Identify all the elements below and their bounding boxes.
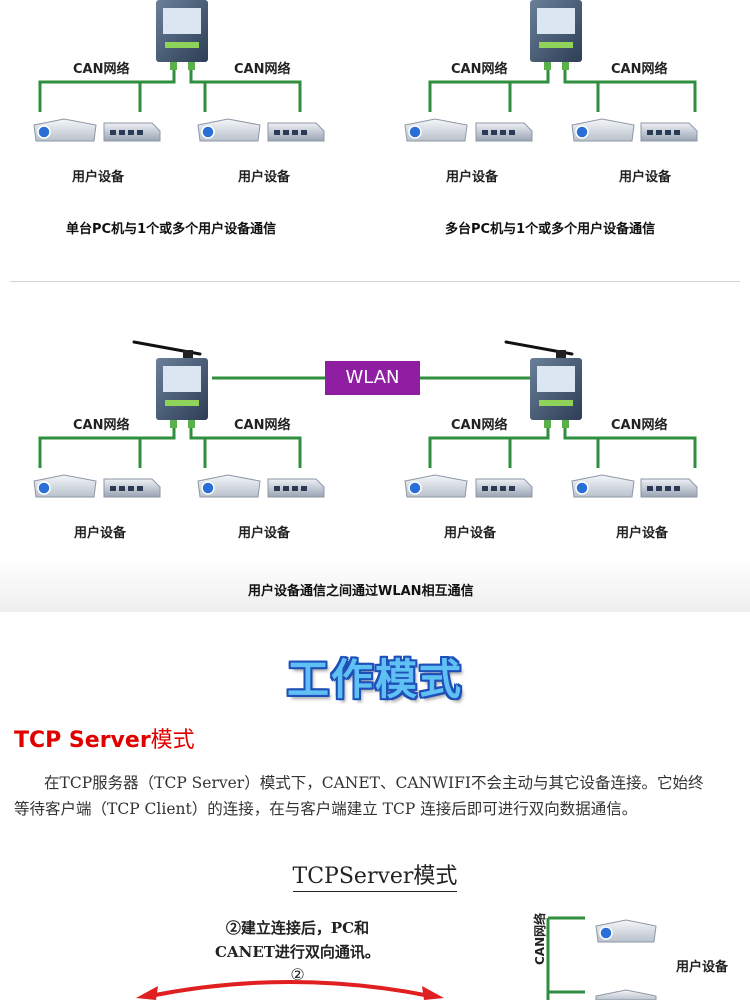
- can-network-label: CAN网络: [451, 62, 508, 77]
- description-line: 在TCP服务器（TCP Server）模式下，CANET、CANWIFI不会主动…: [44, 774, 704, 792]
- connection-note-line: ②建立连接后，PC和: [225, 919, 370, 937]
- diagram3-caption: 用户设备通信之间通过WLAN相互通信: [248, 584, 474, 599]
- step-marker: ②: [290, 965, 305, 984]
- diagram2-caption: 多台PC机与1个或多个用户设备通信: [445, 222, 656, 237]
- can-network-label: CAN网络: [451, 418, 508, 433]
- can-network-label: CAN网络: [73, 418, 130, 433]
- user-device-switch-icon: [475, 122, 533, 142]
- can-bus-lines: [38, 70, 302, 112]
- can-gateway-device: [530, 0, 582, 70]
- user-device-label: 用户设备: [446, 170, 499, 185]
- can-gateway-device: [156, 0, 208, 70]
- can-network-label: CAN网络: [234, 418, 291, 433]
- user-device-label: 用户设备: [238, 170, 291, 185]
- user-device-label: 用户设备: [238, 526, 291, 541]
- mode-heading-cn: 模式: [150, 728, 195, 753]
- user-device-projector-icon: [595, 989, 657, 1000]
- can-wifi-gateway-device: [504, 340, 582, 428]
- user-device-switch-icon: [267, 122, 325, 142]
- network-diagrams-top: [33, 0, 698, 142]
- connection-note-line: CANET进行双向通讯。: [215, 943, 380, 961]
- user-device-label: 用户设备: [676, 960, 729, 975]
- user-device-projector-icon: [595, 919, 657, 943]
- mode-description: 在TCP服务器（TCP Server）模式下，CANET、CANWIFI不会主动…: [14, 770, 739, 822]
- can-network-label: CAN网络: [611, 62, 668, 77]
- mode-heading-latin: TCP Server: [14, 728, 151, 753]
- tcp-server-diagram: [136, 916, 657, 1000]
- user-device-projector-icon: [404, 118, 468, 142]
- wlan-label-box: WLAN: [325, 361, 420, 395]
- can-network-label: CAN网络: [234, 62, 291, 77]
- user-device-projector-icon: [197, 118, 261, 142]
- user-device-label: 用户设备: [72, 170, 125, 185]
- description-line: 等待客户端（TCP Client）的连接，在与客户端建立 TCP 连接后即可进行…: [14, 800, 638, 818]
- user-device-switch-icon: [640, 122, 698, 142]
- user-device-projector-icon: [571, 118, 635, 142]
- user-device-switch-icon: [103, 122, 161, 142]
- diagram1-caption: 单台PC机与1个或多个用户设备通信: [66, 222, 277, 237]
- network-diagram-wlan: [33, 340, 698, 498]
- can-wifi-gateway-device: [132, 340, 208, 428]
- diagram1: [33, 0, 325, 142]
- user-device-label: 用户设备: [616, 526, 669, 541]
- can-network-label: CAN网络: [73, 62, 130, 77]
- user-device-label: 用户设备: [74, 526, 127, 541]
- user-device-label: 用户设备: [444, 526, 497, 541]
- can-bus-lines: [38, 428, 697, 468]
- tcp-server-diagram-title: TCPServer模式: [0, 858, 750, 892]
- section-divider: [10, 281, 740, 282]
- user-device-projector-icon: [33, 118, 97, 142]
- section-title: 工作模式: [286, 655, 463, 704]
- tcp-server-diagram-title-text: TCPServer模式: [292, 864, 458, 892]
- user-device-label: 用户设备: [619, 170, 672, 185]
- can-bus-lines: [546, 916, 585, 1000]
- can-network-label: CAN网络: [611, 418, 668, 433]
- connection-note: ②建立连接后，PC和 CANET进行双向通讯。 ②: [190, 916, 405, 986]
- mode-heading: TCP Server模式: [14, 722, 195, 754]
- user-devices-group-a: [33, 474, 325, 498]
- bidirectional-arrow: [136, 980, 444, 1000]
- user-devices-group-b: [404, 474, 698, 498]
- can-network-vertical-label: CAN网络: [533, 912, 547, 965]
- can-bus-lines: [428, 70, 697, 112]
- diagram2: [404, 0, 698, 142]
- caption-band: [0, 560, 750, 612]
